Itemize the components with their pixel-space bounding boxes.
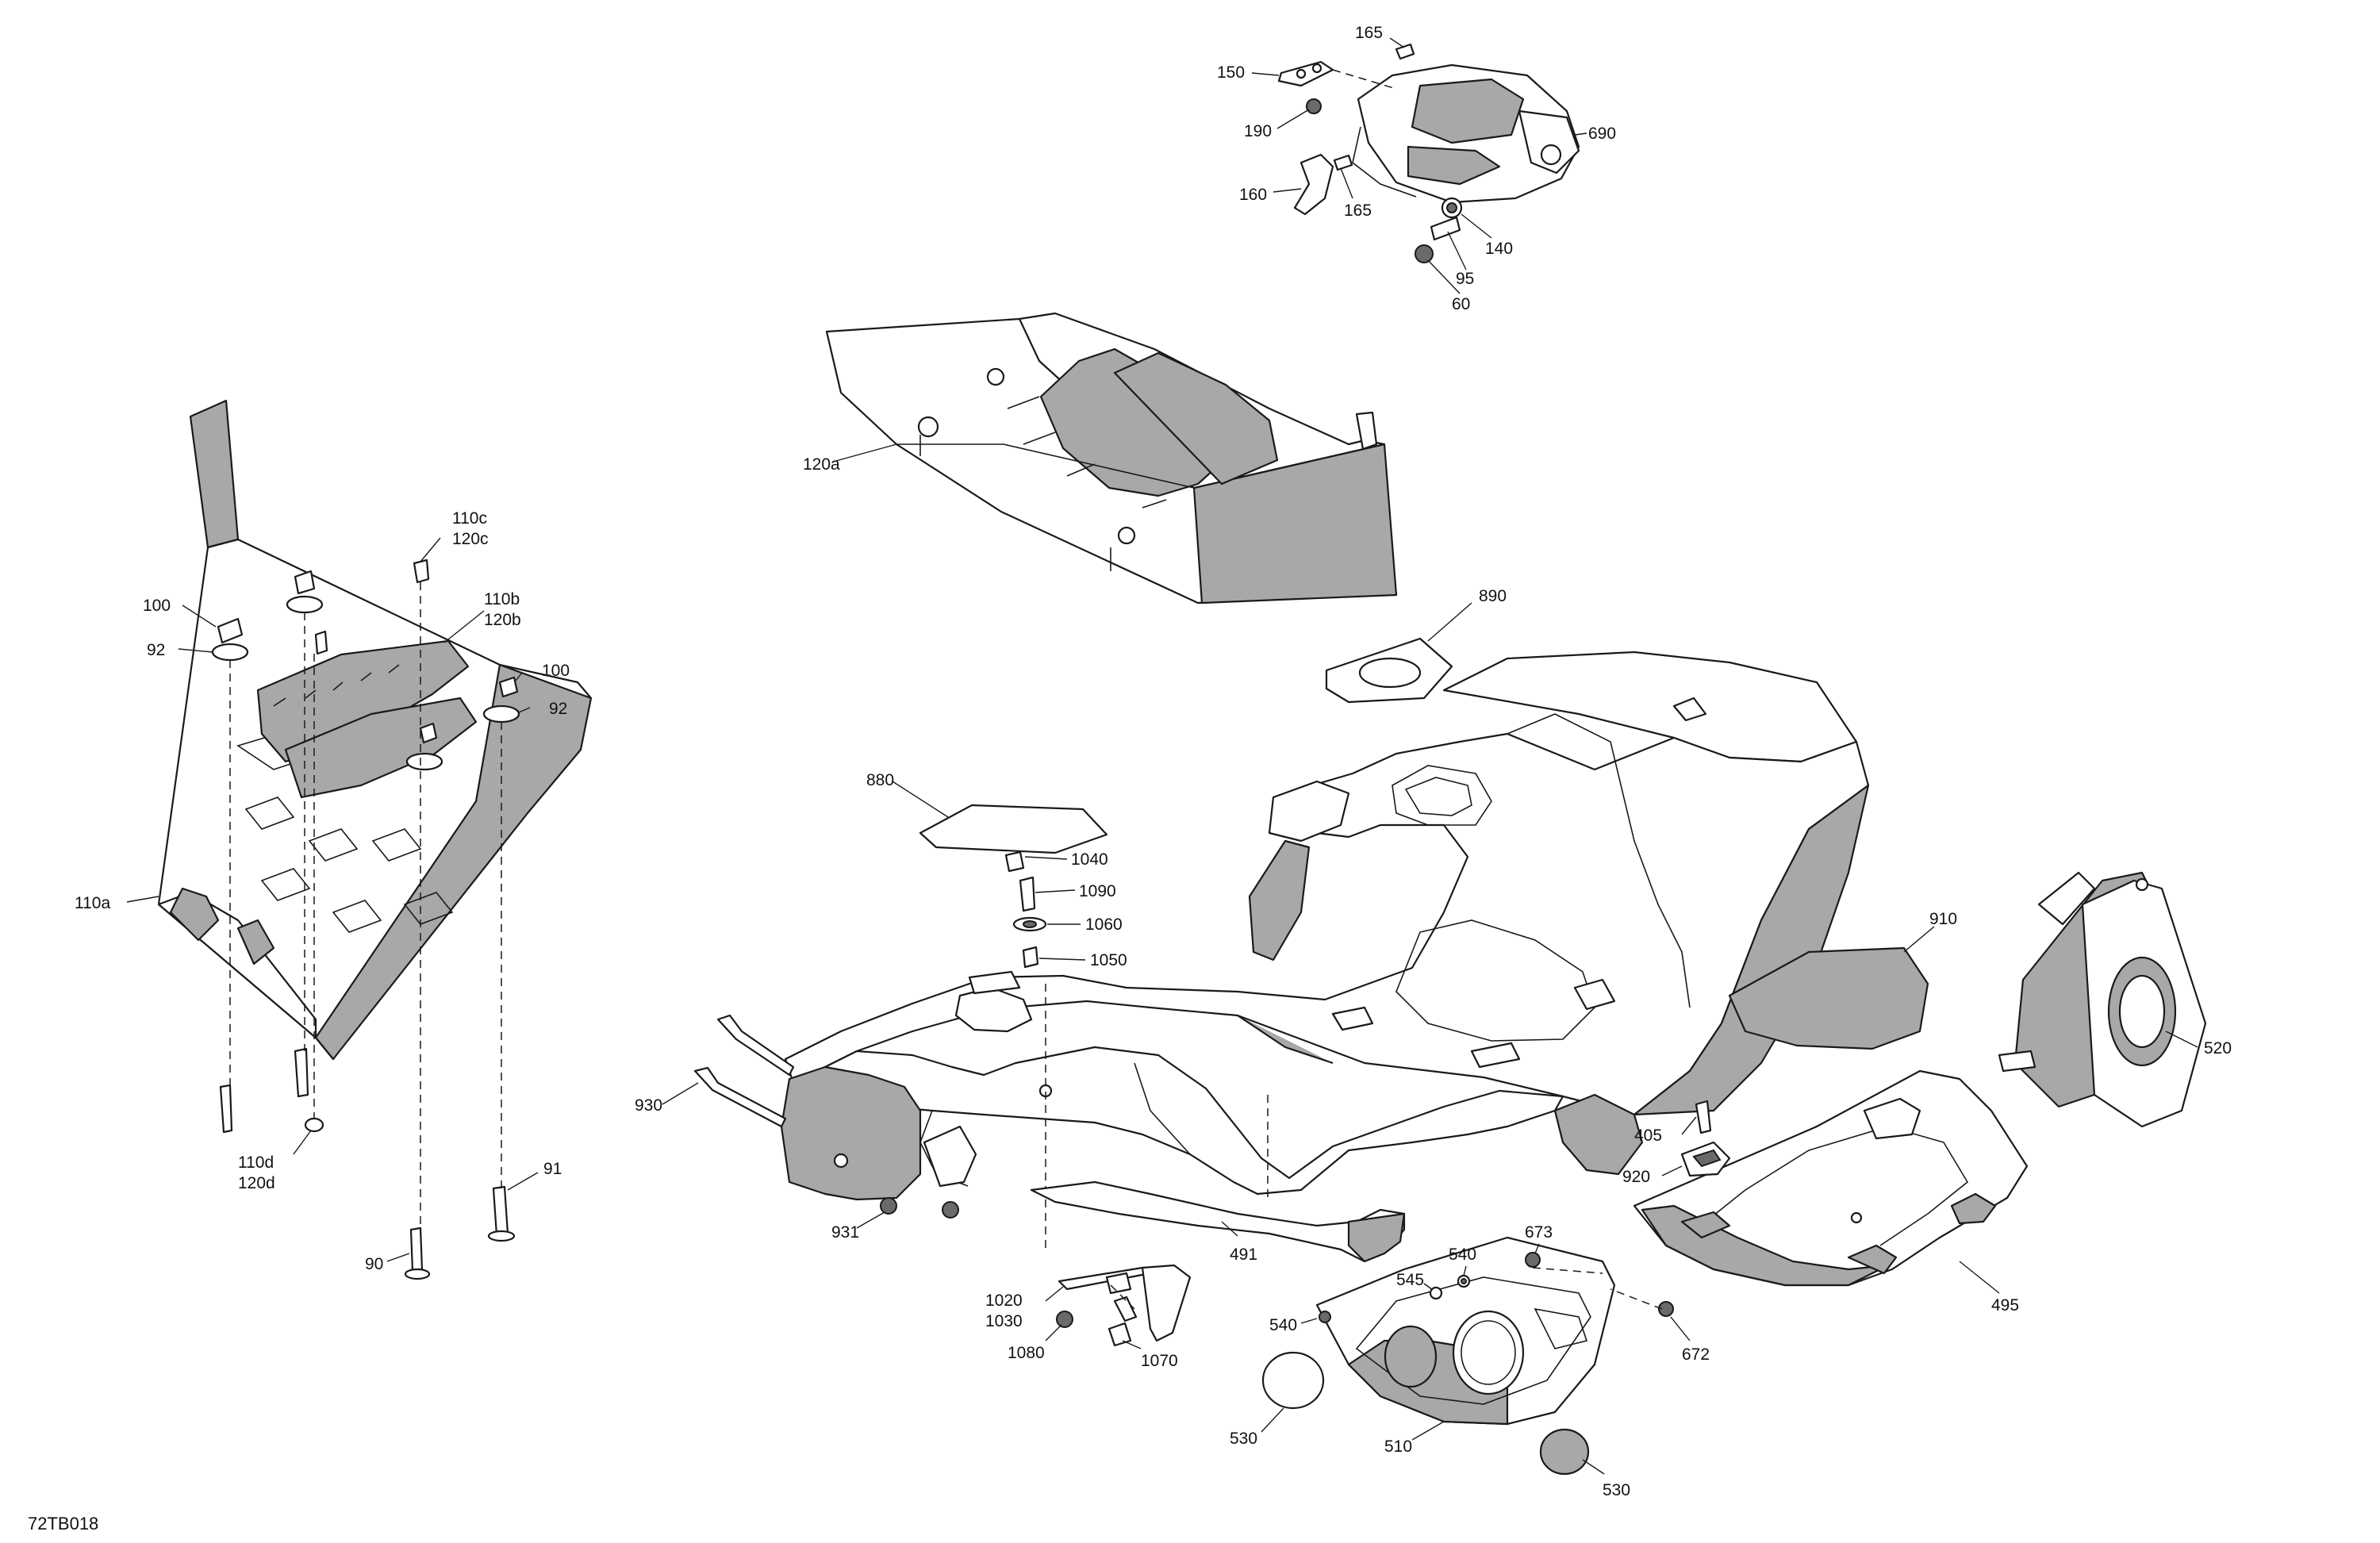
- part-491-under-panel: [1030, 1180, 1406, 1263]
- leader-lines-seat-lock: [1024, 856, 1086, 961]
- callout-100-right: 100: [542, 662, 570, 680]
- callout-540-top: 540: [1449, 1246, 1476, 1264]
- callout-1030: 1030: [985, 1312, 1023, 1330]
- part-510-headlight-bezel: [1315, 1236, 1616, 1426]
- callout-60: 60: [1452, 295, 1470, 313]
- callout-labels: 165 150 690 190 160 165 140 95 60 120a 1…: [28, 24, 2232, 1533]
- callout-92-left: 92: [147, 641, 165, 659]
- callout-120c: 120c: [452, 530, 489, 548]
- part-520-headlight-housing: [1998, 871, 2207, 1128]
- leader-lines-920-405: [1661, 1116, 1697, 1176]
- part-110b-footrest-grip: [256, 639, 478, 799]
- leader-lines-top: [1251, 37, 1587, 294]
- hardware-left-footrest: [211, 558, 520, 1280]
- callout-910: 910: [1929, 910, 1957, 928]
- part-890-seal: [1325, 637, 1453, 704]
- part-150-bracket: [1277, 60, 1334, 87]
- dash-lines-left: [229, 582, 502, 1228]
- part-530-cap-right: [1539, 1428, 1590, 1476]
- part-1020-support-bracket: [1056, 1264, 1192, 1347]
- callout-91: 91: [543, 1160, 562, 1178]
- leader-910: [1903, 926, 1935, 953]
- part-880-pad: [919, 804, 1108, 854]
- hardware-top-fasteners: [1306, 43, 1463, 263]
- callout-880: 880: [866, 771, 894, 789]
- hardware-bezel-fasteners: [1319, 1252, 1674, 1323]
- part-110a-footrest-plate: [157, 399, 593, 1061]
- callout-1020: 1020: [985, 1292, 1023, 1310]
- part-405-screw: [1695, 1100, 1712, 1134]
- callout-1080: 1080: [1008, 1344, 1045, 1362]
- callout-110b: 110b: [484, 590, 520, 608]
- callout-110d: 110d: [238, 1153, 274, 1172]
- callout-530-left: 530: [1230, 1430, 1257, 1448]
- callout-150: 150: [1217, 63, 1245, 82]
- callout-110a: 110a: [75, 894, 110, 912]
- leader-120a: [832, 443, 897, 463]
- callout-190: 190: [1244, 122, 1272, 140]
- part-690-rear-bracket-assembly: [1352, 63, 1580, 204]
- leader-lines-left: [126, 537, 539, 1262]
- callout-530-right: 530: [1603, 1481, 1630, 1499]
- callout-92-right: 92: [549, 700, 567, 718]
- part-160-bracket: [1293, 153, 1334, 216]
- leader-491: [1221, 1221, 1238, 1237]
- callout-495: 495: [1991, 1296, 2019, 1315]
- callout-140: 140: [1485, 240, 1513, 258]
- callout-673: 673: [1525, 1223, 1553, 1242]
- callout-90: 90: [365, 1255, 383, 1273]
- leader-lines-1020: [1045, 1284, 1142, 1349]
- callout-1090: 1090: [1079, 882, 1116, 900]
- part-920-grommet: [1680, 1141, 1731, 1177]
- callout-1050: 1050: [1090, 951, 1127, 969]
- part-530-cap-left: [1261, 1351, 1325, 1410]
- leader-lines-bezel: [1261, 1243, 1691, 1475]
- hardware-seat-lock: [1004, 850, 1047, 969]
- callout-1060: 1060: [1085, 915, 1123, 934]
- hardware-930-931-bolts: [693, 1014, 959, 1219]
- callout-165-top: 165: [1355, 24, 1383, 42]
- callout-95: 95: [1456, 270, 1474, 288]
- callout-120d: 120d: [238, 1174, 275, 1192]
- callout-405: 405: [1634, 1127, 1662, 1145]
- callout-890: 890: [1479, 587, 1507, 605]
- callout-545: 545: [1396, 1271, 1424, 1289]
- callout-672: 672: [1682, 1345, 1710, 1364]
- leader-890: [1427, 602, 1472, 642]
- leader-495: [1959, 1261, 2000, 1294]
- leader-520: [2165, 1031, 2198, 1048]
- callout-1040: 1040: [1071, 850, 1108, 869]
- callout-491: 491: [1230, 1246, 1257, 1264]
- callout-120b: 120b: [484, 611, 521, 629]
- callout-100-left: 100: [143, 597, 171, 615]
- part-910-mat: [1728, 946, 1929, 1050]
- callout-1070: 1070: [1141, 1352, 1178, 1370]
- callout-110c: 110c: [452, 509, 487, 528]
- leader-880: [892, 781, 949, 818]
- leader-lines-front-bolts: [662, 1031, 885, 1229]
- callout-165-bottom: 165: [1344, 202, 1372, 220]
- callout-520: 520: [2204, 1039, 2232, 1057]
- callout-931: 931: [831, 1223, 859, 1242]
- part-120a-footrest-plate: [825, 312, 1398, 605]
- drawing-code: 72TB018: [28, 1514, 98, 1533]
- callout-120a: 120a: [803, 455, 840, 474]
- callout-930: 930: [635, 1096, 662, 1115]
- callout-690: 690: [1588, 125, 1616, 143]
- callout-540-left: 540: [1269, 1316, 1297, 1334]
- part-495-lower-panel: [1633, 1069, 2029, 1287]
- callout-510: 510: [1384, 1437, 1412, 1456]
- part-main-body-panel: [780, 651, 1870, 1201]
- callout-160: 160: [1239, 186, 1267, 204]
- callout-920: 920: [1622, 1168, 1650, 1186]
